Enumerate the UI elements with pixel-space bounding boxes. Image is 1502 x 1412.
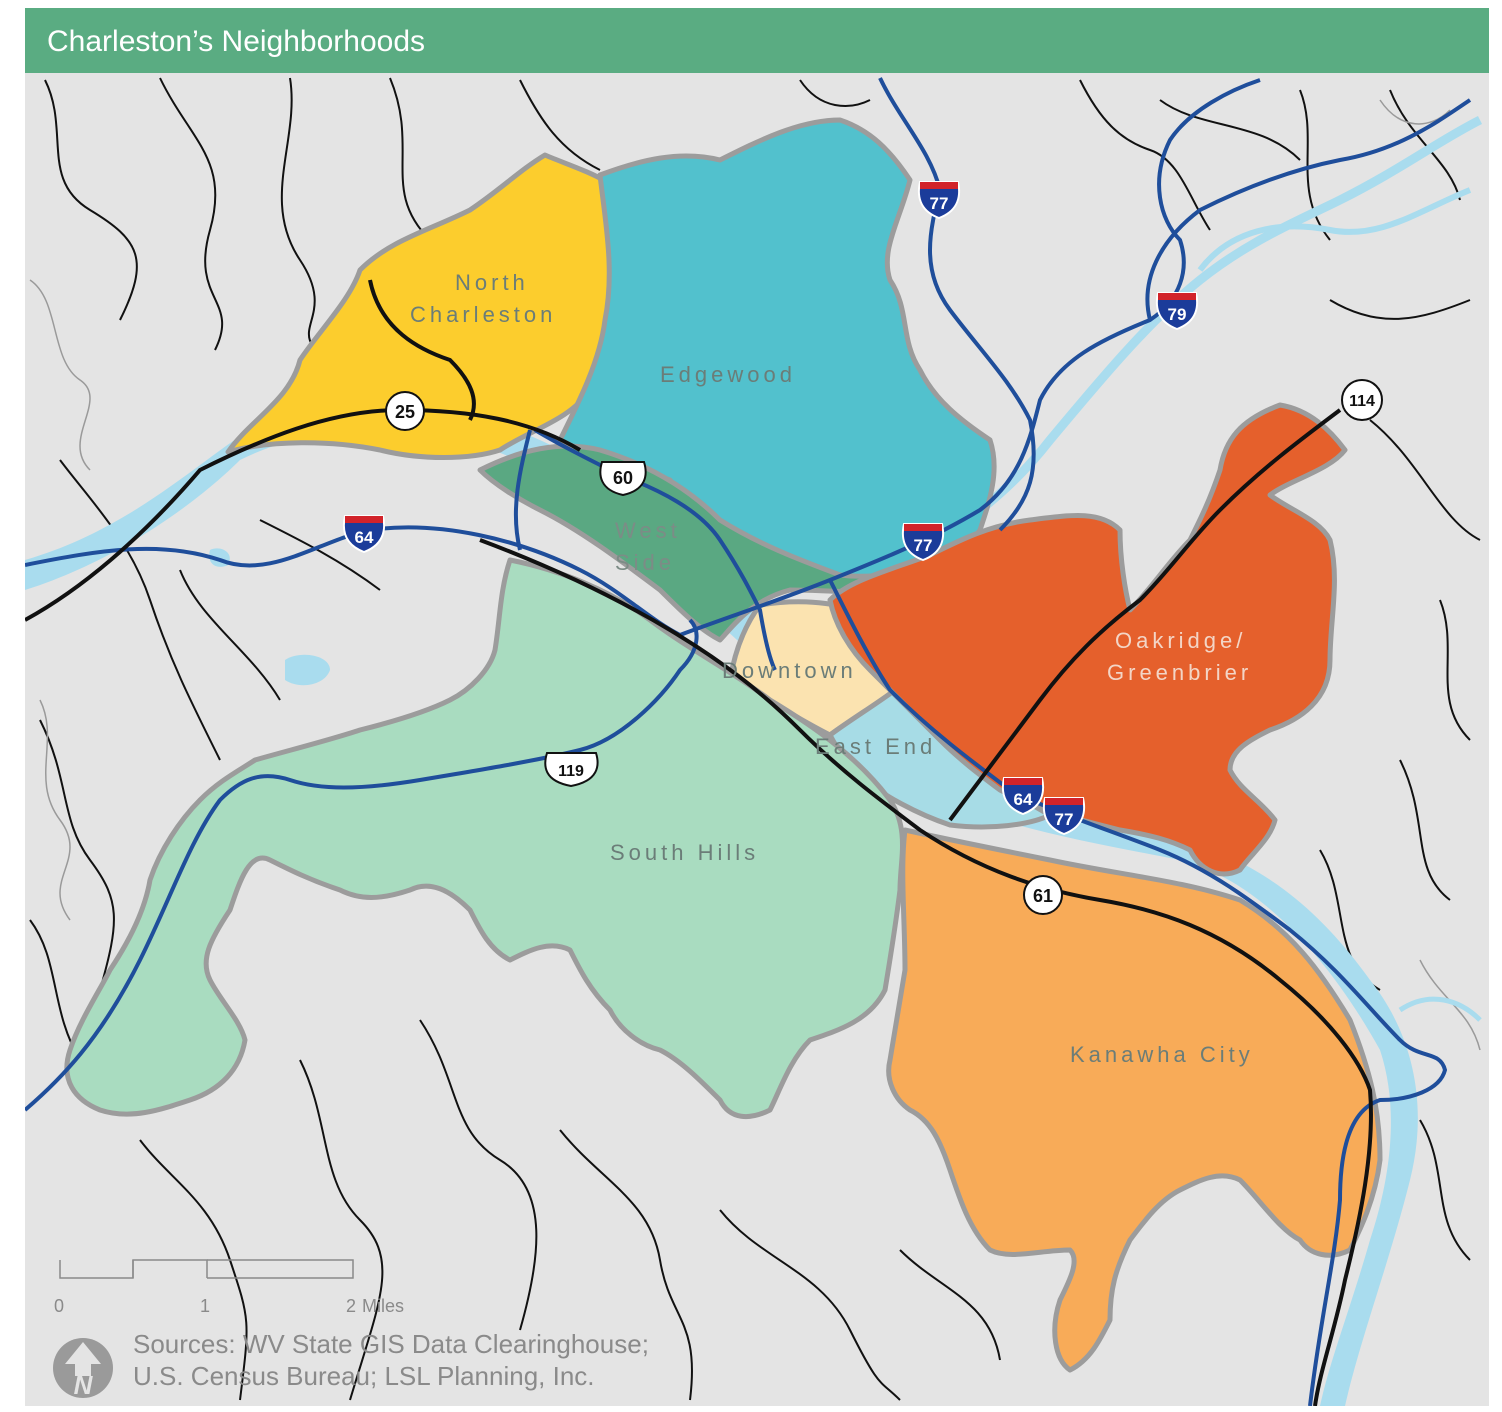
neighborhoods: [64, 117, 1383, 1373]
label-oakridge-1: Oakridge/: [1115, 628, 1246, 653]
scale-label-1: 1: [200, 1296, 210, 1316]
south-hills-area: [64, 557, 905, 1120]
label-east-end: East End: [815, 734, 936, 759]
svg-text:77: 77: [930, 194, 949, 213]
label-downtown: Downtown: [722, 658, 857, 683]
i64-shield-west: 64: [343, 515, 385, 554]
map-title: Charleston’s Neighborhoods: [47, 25, 426, 58]
us-119-shield: 119: [544, 752, 599, 788]
scale-unit: Miles: [362, 1296, 404, 1316]
route-61-shield: 61: [1023, 875, 1063, 915]
svg-text:77: 77: [914, 536, 933, 555]
i64-shield-east: 64: [1002, 777, 1044, 816]
state-routes: [25, 279, 1373, 1406]
route-114-shield: 114: [1341, 379, 1383, 421]
svg-text:60: 60: [613, 468, 633, 488]
label-west-side-2: Side: [615, 550, 675, 575]
i77-shield-north: 77: [918, 181, 960, 220]
state-route-shields: 25 114 61: [385, 379, 1383, 915]
svg-text:79: 79: [1168, 305, 1187, 324]
us-route-shields: 60 119: [544, 461, 647, 788]
svg-text:114: 114: [1349, 393, 1375, 410]
label-north-charleston-2: Charleston: [410, 302, 556, 327]
svg-text:N: N: [74, 1370, 94, 1400]
label-south-hills: South Hills: [610, 840, 759, 865]
svg-text:64: 64: [355, 528, 374, 547]
local-roads: [29, 77, 1481, 1401]
title-bar: Charleston’s Neighborhoods: [25, 8, 1489, 73]
i77-shield-east: 77: [1043, 797, 1085, 836]
label-west-side-1: West: [615, 518, 681, 543]
label-edgewood: Edgewood: [660, 362, 796, 387]
kanawha-city-area: [886, 827, 1383, 1373]
route-25-shield: 25: [385, 391, 425, 431]
scale-label-2: 2: [346, 1296, 356, 1316]
us-60-shield: 60: [599, 461, 647, 497]
sources-text: Sources: WV State GIS Data Clearinghouse…: [133, 1328, 649, 1392]
svg-text:64: 64: [1014, 790, 1033, 809]
scale-label-0: 0: [54, 1296, 64, 1316]
label-north-charleston-1: North: [455, 270, 529, 295]
svg-text:119: 119: [558, 763, 584, 780]
scale-bar: [59, 1259, 354, 1279]
sources-line-2: U.S. Census Bureau; LSL Planning, Inc.: [133, 1361, 595, 1391]
svg-text:77: 77: [1055, 810, 1074, 829]
i79-shield: 79: [1156, 292, 1198, 331]
i77-shield-central: 77: [902, 523, 944, 562]
sources-line-1: Sources: WV State GIS Data Clearinghouse…: [133, 1329, 649, 1359]
highways: [25, 77, 1472, 1406]
north-arrow-icon: N: [51, 1336, 115, 1405]
svg-text:25: 25: [395, 402, 415, 422]
label-greenbrier-2: Greenbrier: [1107, 660, 1252, 685]
svg-text:61: 61: [1033, 886, 1053, 906]
neighborhood-labels: North Charleston Edgewood West Side Down…: [410, 270, 1254, 1067]
interstate-shields: 77 79 64 77 64: [343, 181, 1198, 836]
label-kanawha-city: Kanawha City: [1070, 1042, 1254, 1067]
map-frame: Charleston’s Neighborhoods: [25, 8, 1489, 1406]
neighborhood-map: North Charleston Edgewood West Side Down…: [25, 77, 1483, 1406]
